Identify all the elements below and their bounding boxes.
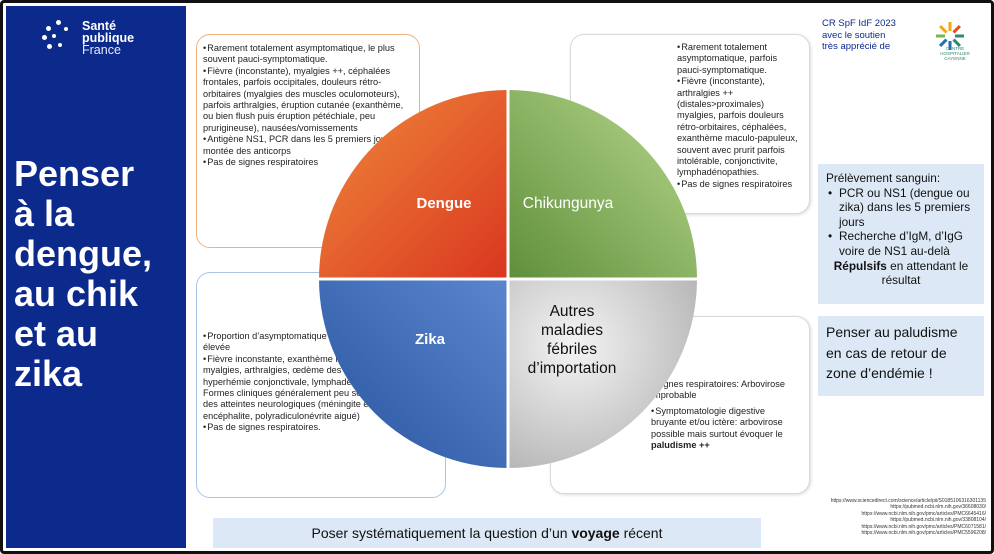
reference-link[interactable]: https://www.sciencedirect.com/science/ar… xyxy=(830,498,986,504)
left-title-panel: Santé publique France Penser à la dengue… xyxy=(6,6,186,548)
chikungunya-item: Pas de signes respiratoires xyxy=(677,179,801,190)
prelevement-item: Recherche d’IgM, d’IgG voire de NS1 au-d… xyxy=(826,229,976,258)
logo-line-2: publique xyxy=(82,31,135,45)
logo-dots-icon xyxy=(42,20,76,54)
autres-item: Symptomatologie digestive bruyante et/ou… xyxy=(651,406,801,452)
centre-hospitalier-cayenne-logo-icon xyxy=(936,22,964,50)
autres-quadrant xyxy=(508,279,697,468)
autres-maladies-label: Autres maladies fébriles d’importation xyxy=(527,303,617,377)
dengue-quadrant xyxy=(319,90,508,279)
title-line: zika xyxy=(14,353,83,394)
reference-link[interactable]: https://pubmed.ncbi.nlm.nih.gov/33808104… xyxy=(890,517,986,524)
reference-link[interactable]: https://www.ncbi.nlm.nih.gov/pmc/article… xyxy=(861,530,987,537)
references-list: https://www.sciencedirect.com/science/ar… xyxy=(770,498,986,536)
chikungunya-quadrant xyxy=(508,90,697,279)
disease-quadrant-diagram xyxy=(319,90,697,468)
title-line: Penser xyxy=(14,153,135,194)
cr-spf-text: CR SpF IdF 2023 avec le soutien très app… xyxy=(822,18,896,52)
prelevement-heading: Prélèvement sanguin: xyxy=(826,171,941,185)
reference-link[interactable]: https://pubmed.ncbi.nlm.nih.gov/36608030… xyxy=(890,504,986,511)
dengue-item: Fièvre (inconstante), myalgies ++, cépha… xyxy=(203,66,409,134)
voyage-reminder-box: Poser systématiquement la question d’un … xyxy=(213,518,761,548)
zika-item: Pas de signes respiratoires. xyxy=(203,422,435,433)
zika-label: Zika xyxy=(414,331,445,348)
prelevement-box: Prélèvement sanguin: PCR ou NS1 (dengue … xyxy=(818,164,984,304)
chikungunya-item: Rarement totalement asymptomatique, parf… xyxy=(677,42,801,76)
zika-quadrant xyxy=(319,279,508,468)
title-line: au chik xyxy=(14,273,139,314)
chikungunya-item: Fièvre (inconstante), arthralgies ++ (di… xyxy=(677,76,801,179)
slide-title: Penser à la dengue, au chik et au zika xyxy=(14,154,184,394)
autres-item: Signes respiratoires: Arbovirose improba… xyxy=(651,379,801,402)
logo-line-1: Santé xyxy=(82,19,117,33)
sante-publique-france-logo: Santé publique France xyxy=(42,20,134,56)
repulsifs-line: Répulsifs en attendant le résultat xyxy=(833,258,969,288)
prelevement-item: PCR ou NS1 (dengue ou zika) dans les 5 p… xyxy=(826,186,976,230)
paludisme-box: Penser au paludisme en cas de retour de … xyxy=(818,316,984,396)
chikungunya-label: Chikungunya xyxy=(522,195,614,212)
dengue-item: Antigène NS1, PCR dans les 5 premiers jo… xyxy=(203,134,409,157)
logo-line-3: France xyxy=(82,43,121,57)
title-line: à la xyxy=(14,193,75,234)
zika-item: Proportion d’asymptomatique mal connue, … xyxy=(203,331,435,354)
paludisme-emphasis: paludisme ++ xyxy=(651,440,710,451)
zika-item: Fièvre inconstante, exanthème maculo-pap… xyxy=(203,354,435,388)
voyage-emphasis: voyage xyxy=(571,525,620,541)
title-line: et au xyxy=(14,313,99,354)
dengue-item: Rarement totalement asymptomatique, le p… xyxy=(203,43,409,66)
title-line: dengue, xyxy=(14,233,153,274)
zika-callout: Proportion d’asymptomatique mal connue, … xyxy=(196,272,446,498)
chc-logo-text: CENTRE HOSPITALIER CAYENNE xyxy=(940,46,970,61)
dengue-label: Dengue xyxy=(416,195,472,212)
reference-link[interactable]: https://www.ncbi.nlm.nih.gov/pmc/article… xyxy=(861,523,987,530)
zika-item: Formes cliniques généralement peu sévère… xyxy=(203,388,428,421)
dengue-item: Pas de signes respiratoires xyxy=(203,157,409,168)
reference-link[interactable]: https://www.ncbi.nlm.nih.gov/pmc/article… xyxy=(861,510,987,517)
